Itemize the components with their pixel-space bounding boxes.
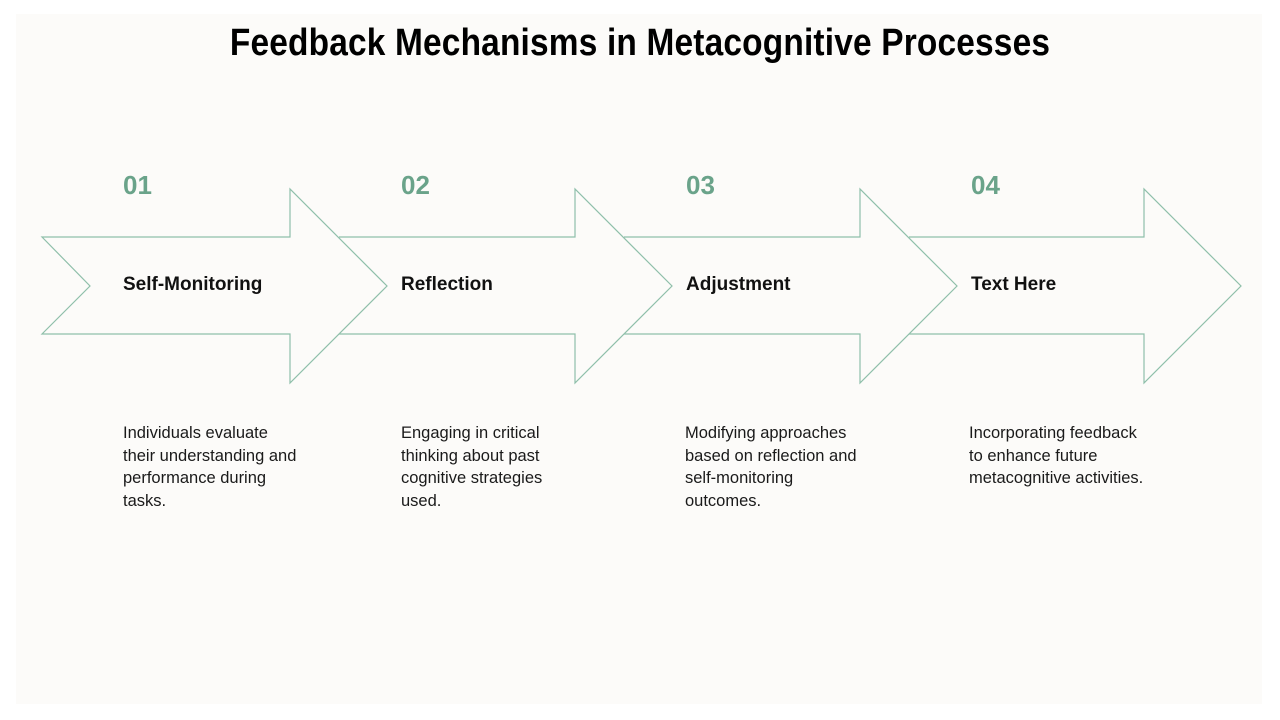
arrow-shape-4 <box>909 187 1242 385</box>
step-number: 03 <box>686 170 715 200</box>
step-description: Engaging in critical thinking about past… <box>401 424 543 510</box>
step-1: 01 Self-Monitoring Individuals evaluate … <box>123 0 363 720</box>
step-3: 03 Adjustment Modifying approaches based… <box>685 0 925 720</box>
arrow-shape-3 <box>624 187 958 385</box>
step-description: Individuals evaluate their understanding… <box>123 424 297 510</box>
page-title: Feedback Mechanisms in Metacognitive Pro… <box>229 22 1051 64</box>
arrow-shape-2 <box>339 187 673 385</box>
step-description: Modifying approaches based on reflection… <box>685 424 857 510</box>
step-label: Adjustment <box>686 274 791 295</box>
step-description: Incorporating feedback to enhance future… <box>969 424 1144 487</box>
step-2: 02 Reflection Engaging in critical think… <box>401 0 641 720</box>
step-label: Self-Monitoring <box>123 274 263 295</box>
step-number: 04 <box>971 170 1000 200</box>
step-label: Reflection <box>401 274 493 295</box>
slide-background <box>16 14 1262 704</box>
step-4: 04 Text Here Incorporating feedback to e… <box>969 0 1209 720</box>
step-label: Text Here <box>971 274 1057 295</box>
arrow-shape-1 <box>40 187 388 385</box>
step-number: 02 <box>401 170 430 200</box>
step-number: 01 <box>123 170 152 200</box>
